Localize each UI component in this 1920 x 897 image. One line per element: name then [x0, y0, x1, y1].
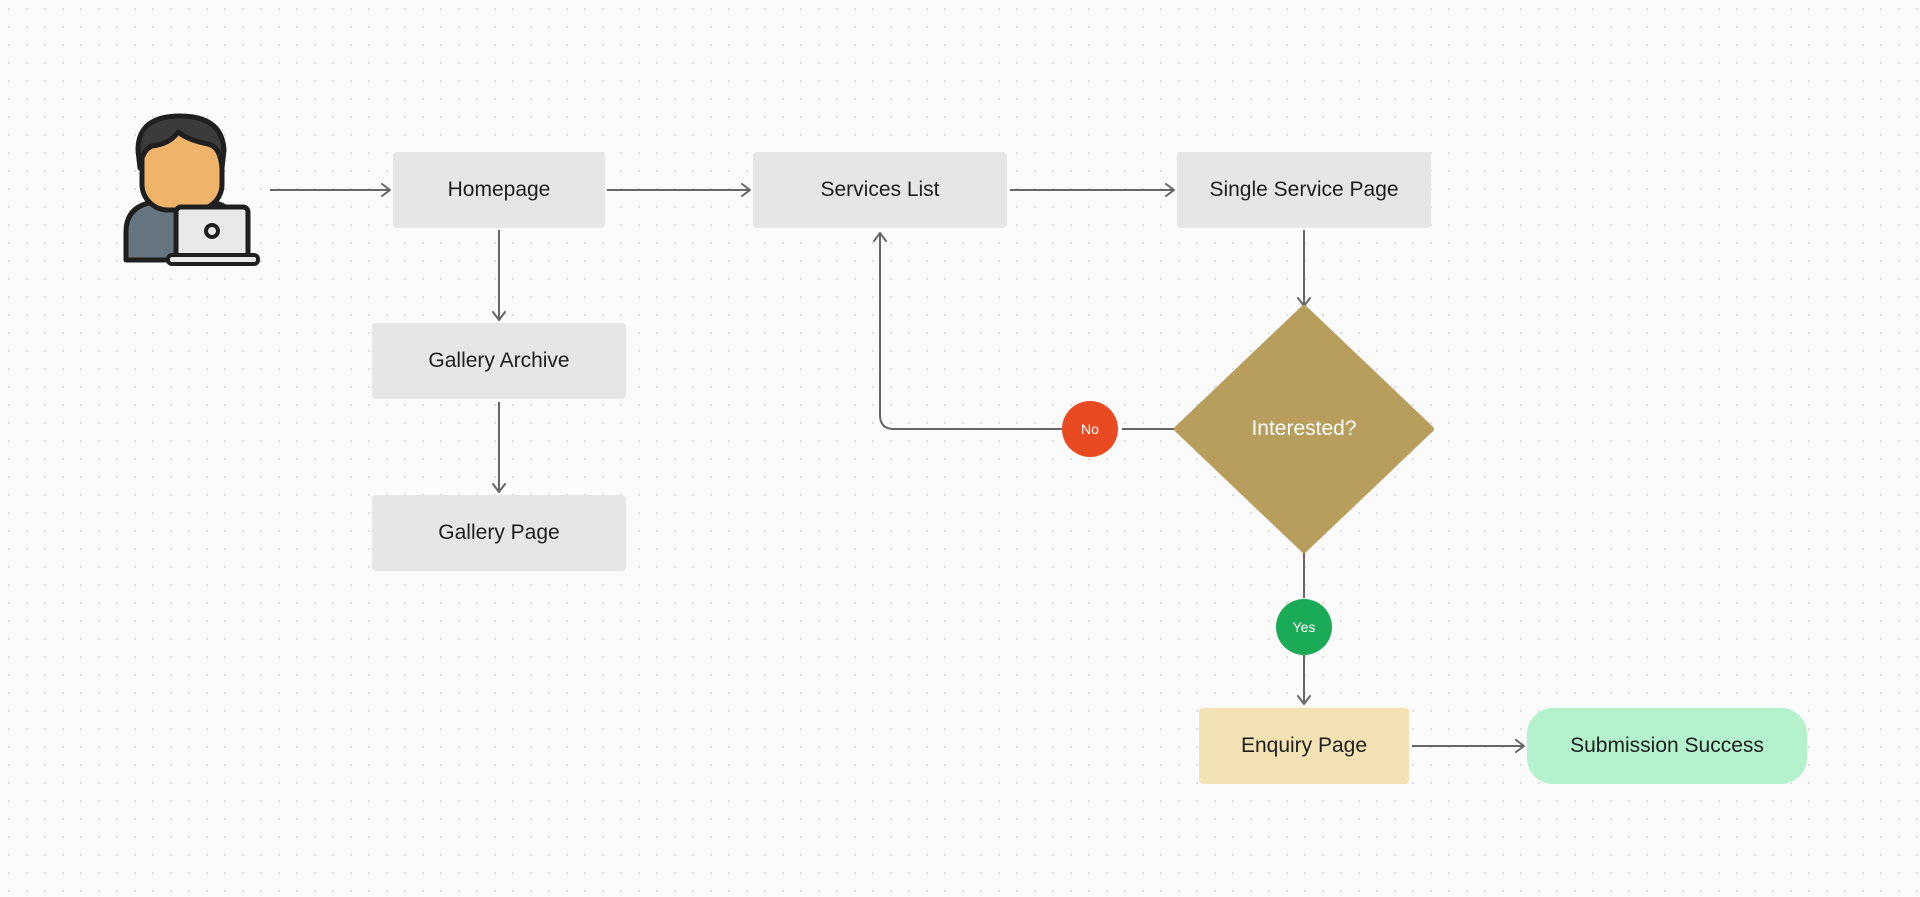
node-homepage-label: Homepage [447, 178, 551, 201]
node-gallery-archive[interactable]: Gallery Archive [372, 323, 626, 399]
node-submission-success[interactable]: Submission Success [1527, 708, 1807, 784]
node-gallery-page[interactable]: Gallery Page [372, 495, 626, 571]
node-single-service-page-label: Single Service Page [1209, 178, 1399, 201]
user-with-laptop-icon [118, 110, 263, 270]
node-enquiry-page[interactable]: Enquiry Page [1199, 708, 1409, 784]
edge-interested-services-no [880, 233, 1176, 430]
decision-diamond[interactable] [1174, 305, 1434, 553]
node-services-list[interactable]: Services List [753, 152, 1007, 228]
decision-label-text: Interested? [1251, 417, 1357, 440]
no-badge: No [1062, 401, 1118, 457]
decision-label: Interested? [1204, 409, 1404, 449]
node-services-list-label: Services List [820, 178, 940, 201]
node-gallery-page-label: Gallery Page [438, 521, 560, 544]
node-enquiry-page-label: Enquiry Page [1240, 734, 1368, 757]
yes-badge: Yes [1276, 599, 1332, 655]
node-single-service-page[interactable]: Single Service Page [1177, 152, 1431, 228]
no-badge-label: No [1081, 421, 1099, 437]
node-gallery-archive-label: Gallery Archive [428, 349, 570, 372]
node-submission-success-label: Submission Success [1570, 734, 1764, 757]
node-homepage[interactable]: Homepage [393, 152, 605, 228]
yes-badge-label: Yes [1292, 619, 1316, 635]
